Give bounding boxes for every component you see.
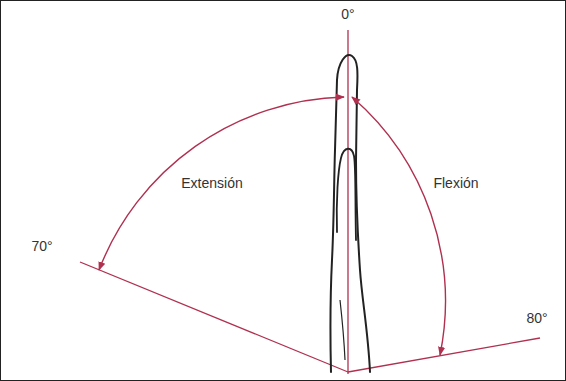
angle-label: 0° xyxy=(341,7,354,21)
zero-line xyxy=(347,30,348,374)
motion-label: Flexión xyxy=(433,176,478,190)
index-finger xyxy=(330,55,370,372)
extension-arc xyxy=(99,97,344,270)
flexion-line xyxy=(348,338,540,372)
middle-finger xyxy=(337,149,356,240)
angle-label: 70° xyxy=(31,239,52,253)
angle-label: 80° xyxy=(526,311,547,325)
motion-label: Extensión xyxy=(181,176,242,190)
palm-line xyxy=(340,300,345,360)
extension-line xyxy=(80,262,348,372)
flexion-arc xyxy=(352,97,445,355)
